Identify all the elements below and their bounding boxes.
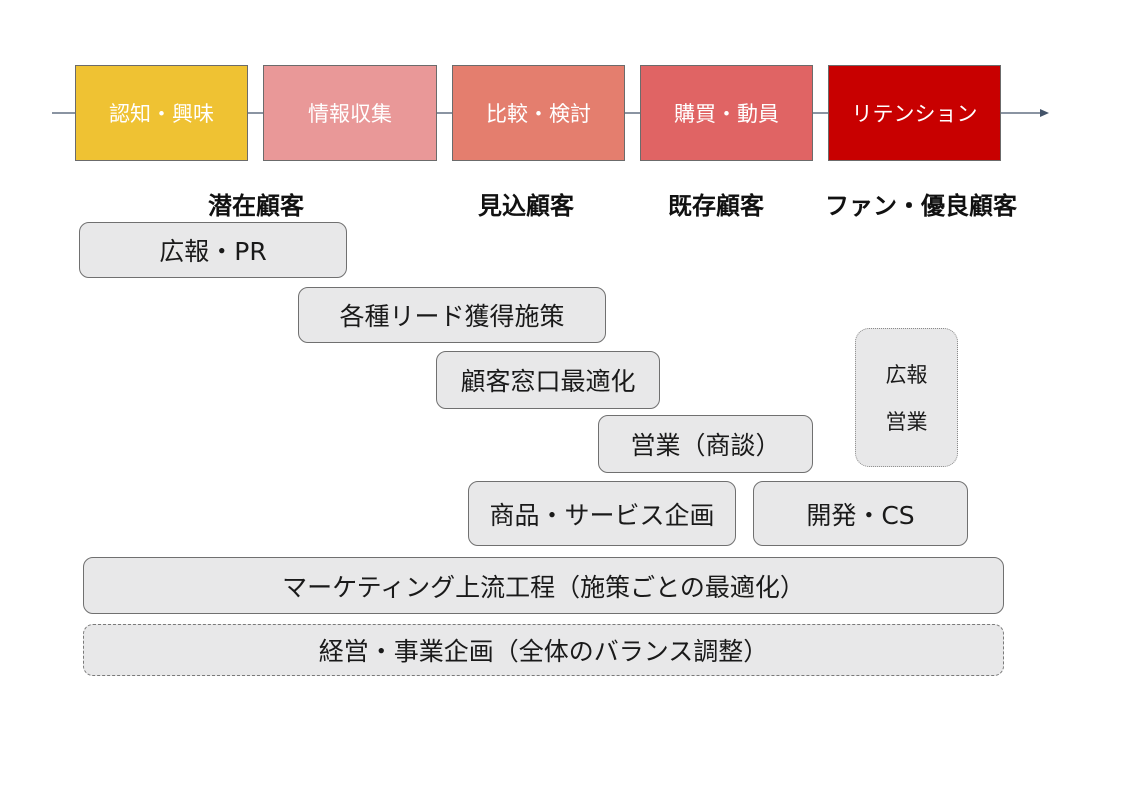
stage-information-gathering: 情報収集 (263, 65, 437, 161)
function-label: 開発・CS (806, 500, 915, 530)
function-label-sales: 営業 (885, 409, 928, 434)
function-label: 広報・PR (159, 237, 267, 266)
stage-label: 比較・検討 (486, 102, 591, 126)
function-label: 営業（商談） (630, 431, 781, 460)
stage-purchase: 購買・動員 (640, 65, 813, 161)
function-management-planning: 経営・事業企画（全体のバランス調整） (83, 624, 1004, 676)
stage-label: リテンション (851, 102, 978, 126)
function-label: 商品・サービス企画 (489, 500, 715, 530)
function-label: 各種リード獲得施策 (339, 302, 565, 331)
segment-fans-loyal-customers: ファン・優良顧客 (825, 192, 1017, 220)
segment-existing-customers: 既存顧客 (668, 192, 764, 220)
function-lead-generation: 各種リード獲得施策 (298, 287, 606, 343)
function-label: 経営・事業企画（全体のバランス調整） (318, 637, 769, 666)
stage-label: 認知・興味 (109, 102, 214, 126)
stage-label: 情報収集 (308, 102, 392, 126)
function-retention-support: 広報 営業 (855, 328, 958, 467)
stage-retention: リテンション (828, 65, 1001, 161)
stage-awareness: 認知・興味 (75, 65, 248, 161)
stage-comparison: 比較・検討 (452, 65, 625, 161)
stage-label: 購買・動員 (674, 102, 779, 126)
function-sales: 営業（商談） (598, 415, 813, 473)
function-label: 顧客窓口最適化 (460, 367, 636, 396)
segment-potential-customers: 潜在顧客 (208, 192, 304, 220)
function-contact-optimization: 顧客窓口最適化 (436, 351, 660, 409)
function-label-pr: 広報 (885, 363, 928, 388)
function-product-planning: 商品・サービス企画 (468, 481, 736, 546)
segment-prospects: 見込顧客 (478, 192, 574, 220)
function-marketing-upstream: マーケティング上流工程（施策ごとの最適化） (83, 557, 1004, 614)
function-label: マーケティング上流工程（施策ごとの最適化） (282, 572, 805, 602)
function-pr: 広報・PR (79, 222, 347, 278)
function-dev-cs: 開発・CS (753, 481, 968, 546)
